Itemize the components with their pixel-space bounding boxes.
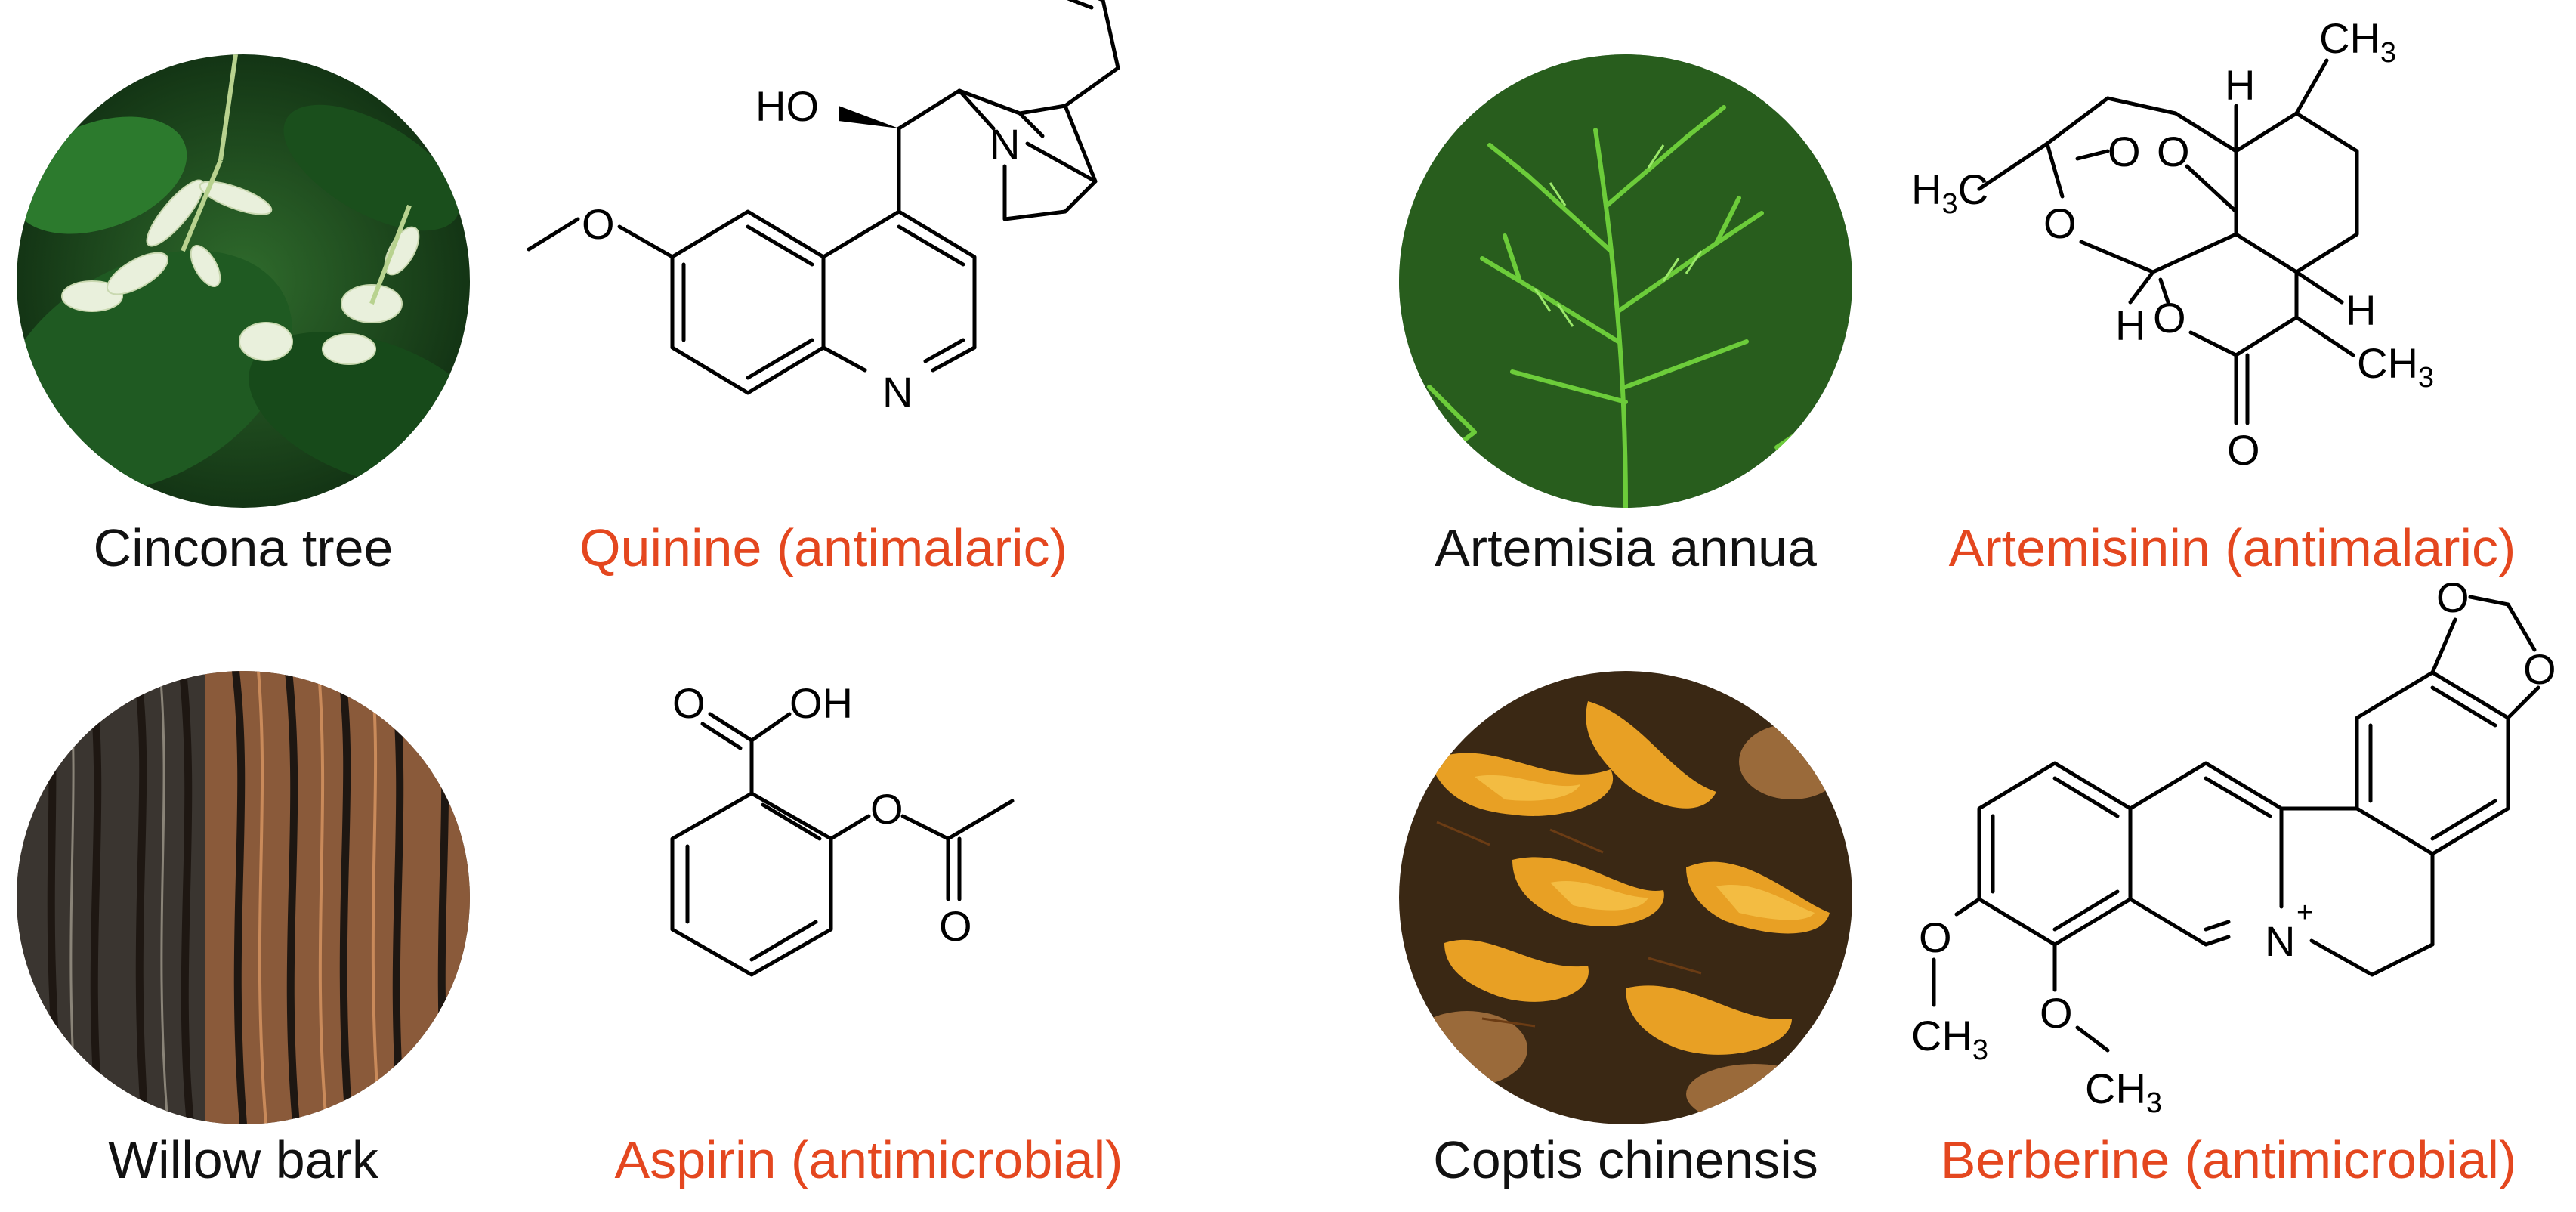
artemisinin-atom-o3: O [2043,199,2077,247]
quinine-structure: N O HO N [521,0,1178,514]
coptis-root-photo [1399,671,1852,1124]
plant-label-coptis: Coptis chinensis [1433,1130,1818,1189]
aspirin-atom-o-ester: O [870,785,903,833]
plant-label-willow: Willow bark [108,1130,378,1189]
artemisia-photo [1399,54,1852,508]
aspirin-structure: O OH O O [650,679,1042,1065]
berberine-atom-o3: O [1919,914,1952,961]
artemisinin-atom-h2: H [2115,301,2145,349]
quinine-atom-n-ring: N [882,368,913,416]
berberine-atom-o1: O [2436,574,2469,621]
compound-label-berberine: Berberine (antimicrobial) [1940,1130,2517,1189]
artemisinin-atom-o-carbonyl: O [2227,426,2260,474]
willow-bark-photo [17,671,470,1124]
compound-label-artemisinin: Artemisinin (antimalaric) [1948,518,2516,577]
artemisinin-atom-ch3-bottom: CH3 [2357,339,2434,394]
berberine-atom-o4: O [2040,989,2073,1037]
compound-label-quinine: Quinine (antimalaric) [579,518,1067,577]
berberine-atom-charge: + [2296,897,2313,929]
cinchona-photo [17,54,470,508]
aspirin-atom-oh: OH [789,679,853,727]
artemisinin-atom-o1: O [2108,128,2141,175]
artemisinin-atom-ch3-top: CH3 [2319,14,2396,69]
artemisinin-atom-h3: H [2346,286,2376,334]
quinine-atom-n-bridge: N [990,120,1020,168]
artemisinin-atom-o2: O [2157,128,2190,175]
aspirin-atom-o-carbonyl: O [939,902,972,950]
quinine-atom-o: O [582,200,615,248]
berberine-atom-o2: O [2523,645,2556,693]
quinine-atom-ho: HO [755,82,819,130]
artemisinin-atom-h3c: H3C [1911,165,1988,220]
plant-label-artemisia: Artemisia annua [1435,518,1817,577]
artemisinin-atom-h1: H [2225,61,2255,109]
aspirin-atom-o-acid: O [672,679,706,727]
berberine-atom-och3-1: CH3 [1911,1012,1988,1066]
artemisinin-structure: CH3 H H3C O O O H O O CH3 H [1911,14,2523,499]
berberine-atom-n: N [2265,917,2295,965]
compound-label-aspirin: Aspirin (antimicrobial) [614,1130,1123,1189]
berberine-structure: N + O O O CH3 O CH3 [1904,574,2568,1141]
berberine-atom-och3-2: CH3 [2085,1065,2162,1119]
plant-label-cinchona: Cincona tree [93,518,394,577]
